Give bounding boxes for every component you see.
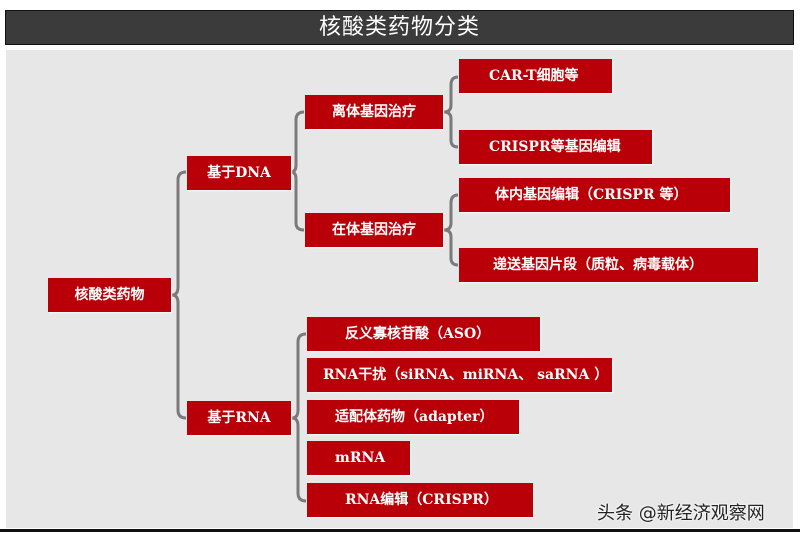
node-aptamer: 适配体药物（adapter） xyxy=(307,400,519,434)
node-in-vivo-editing: 体内基因编辑（CRISPR 等） xyxy=(459,178,730,212)
node-ex-vivo: 离体基因治疗 xyxy=(305,95,443,129)
node-rnai: RNA干扰（siRNA、miRNA、 saRNA ） xyxy=(307,358,612,392)
brace-exvivo xyxy=(443,75,459,149)
node-root: 核酸类药物 xyxy=(48,278,171,312)
node-car-t: CAR-T细胞等 xyxy=(459,59,612,93)
watermark: 头条 @新经济观察网 xyxy=(597,503,765,524)
page-title: 核酸类药物分类 xyxy=(5,10,794,45)
node-rna-editing: RNA编辑（CRISPR） xyxy=(307,483,533,517)
node-dna: 基于DNA xyxy=(187,156,291,190)
node-gene-delivery: 递送基因片段（质粒、病毒载体） xyxy=(459,248,758,282)
node-aso: 反义寡核苷酸（ASO） xyxy=(307,317,540,351)
node-in-vivo: 在体基因治疗 xyxy=(305,213,443,247)
node-crispr-editing: CRISPR等基因编辑 xyxy=(459,130,652,164)
node-mrna: mRNA xyxy=(307,441,410,475)
brace-invivo xyxy=(443,193,459,267)
bottom-divider xyxy=(0,529,800,532)
brace-dna xyxy=(290,110,305,232)
brace-rna xyxy=(291,332,307,503)
node-rna: 基于RNA xyxy=(187,401,291,435)
brace-root xyxy=(171,170,187,420)
